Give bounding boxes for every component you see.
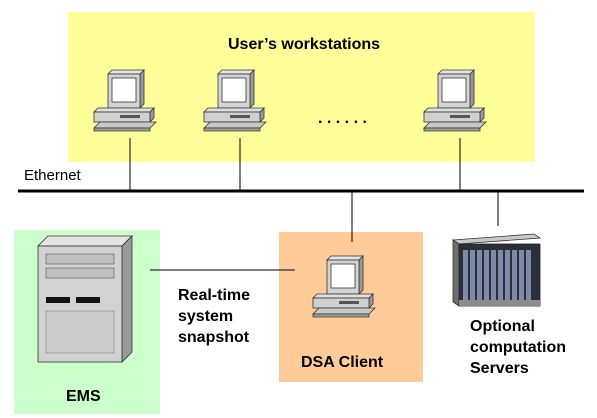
ethernet-label: Ethernet	[24, 167, 81, 184]
snapshot-label-line2: system	[178, 308, 234, 325]
workstation-1-icon	[93, 69, 157, 132]
snapshot-label-line3: snapshot	[178, 329, 250, 346]
workstations-title: User’s workstations	[228, 36, 381, 53]
ems-label: EMS	[66, 388, 101, 405]
dsa-client-pc-icon	[312, 255, 376, 318]
ems-server-icon	[37, 235, 133, 363]
servers-label-line2: computation	[470, 339, 566, 356]
servers-label-line3: Servers	[470, 360, 529, 377]
computation-servers-icon	[451, 233, 542, 307]
workstation-2-icon	[203, 69, 267, 132]
workstations-ellipsis: . . . . . .	[318, 110, 367, 127]
workstation-3-icon	[423, 69, 487, 132]
dsa-client-label: DSA Client	[301, 354, 384, 371]
snapshot-label-line1: Real-time	[178, 287, 251, 304]
servers-label-line1: Optional	[470, 318, 535, 335]
